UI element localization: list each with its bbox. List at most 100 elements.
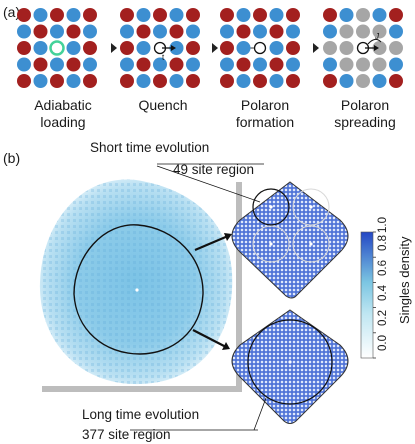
- lattice-site: [120, 74, 134, 88]
- panel-b-figure: [36, 163, 376, 431]
- cb-tick-3: 0.6: [377, 260, 389, 276]
- lattice-site: [356, 57, 370, 72]
- lattice-site: [66, 57, 81, 72]
- lattice-site: [323, 74, 337, 88]
- lattice-site: [372, 8, 387, 22]
- inset-short-time: [231, 181, 349, 299]
- lattice-site: [83, 24, 97, 39]
- aux-circle-1: [292, 188, 330, 226]
- spin-j-label: J: [374, 32, 380, 41]
- lattice-site: [50, 8, 64, 22]
- lattice-site: [120, 57, 134, 72]
- aux-circle-2: [252, 225, 290, 263]
- lattice-site: [17, 8, 31, 22]
- zoom-arrow-top-head-icon: [224, 233, 232, 241]
- lattice-site: [323, 8, 337, 22]
- arrow-1-icon: [111, 43, 117, 53]
- lattice-site: [153, 8, 167, 22]
- center-hole-dot: [135, 288, 139, 292]
- hole-icon: [253, 41, 267, 55]
- lattice-site: [253, 24, 267, 39]
- lattice-site: [269, 74, 284, 88]
- stage-arrows: [111, 43, 319, 53]
- lattice-polaron-formation: [220, 8, 300, 88]
- stage-label-adiabatic-loading: Adiabatic loading: [34, 97, 92, 130]
- lattice-site: [50, 24, 64, 39]
- inset-long-time: [231, 309, 349, 424]
- colorbar-ticks: [373, 231, 376, 359]
- short-time-title: Short time evolution: [90, 140, 210, 155]
- lattice-site: [286, 57, 300, 72]
- lattice-site: [253, 8, 267, 22]
- cb-tick-0: 0.0: [377, 335, 389, 351]
- lattice-site: [220, 41, 234, 55]
- lattice-site: [169, 24, 184, 39]
- lattice-site: [153, 74, 167, 88]
- lattice-site: [323, 57, 337, 72]
- lattice-site: [83, 57, 97, 72]
- lattice-site: [372, 74, 387, 88]
- lattice-site: [169, 41, 184, 55]
- lattice-site: [186, 74, 200, 88]
- hop-t-label: t: [162, 53, 165, 62]
- lattice-polaron-spreading: J: [323, 8, 403, 88]
- spin-exchange-arc: [367, 38, 382, 45]
- region-377-outline: [73, 224, 204, 355]
- lattice-site: [372, 24, 387, 39]
- inset-long-grid: [231, 309, 349, 424]
- lattice-site: [169, 74, 184, 88]
- lattice-site: [83, 74, 97, 88]
- short-time-region: 49 site region: [173, 162, 255, 177]
- lattice-site: [339, 74, 354, 88]
- arrow-3-icon: [313, 43, 319, 53]
- lattice-site: [17, 74, 31, 88]
- lattice-site: [236, 57, 251, 72]
- lattice-site: [50, 74, 64, 88]
- lattice-site: [236, 41, 251, 55]
- lattice-site: [153, 24, 167, 39]
- lattice-site: [186, 41, 200, 55]
- lattice-site: [136, 24, 151, 39]
- lattice-site: [83, 41, 97, 55]
- long-time-region: 377 site region: [82, 427, 171, 442]
- stage-label-quench: Quench: [138, 97, 188, 113]
- lattice-site: [17, 24, 31, 39]
- lattice-site: [339, 41, 354, 55]
- lattice-site: [269, 24, 284, 39]
- lattice-site: [50, 57, 64, 72]
- lattice-site: [323, 41, 337, 55]
- zoom-arrow-top: [194, 234, 229, 252]
- lattice-site: [120, 24, 134, 39]
- lattice-site: [356, 74, 370, 88]
- lattice-site: [169, 57, 184, 72]
- lattice-site: [33, 8, 48, 22]
- lattice-site: [186, 57, 200, 72]
- arrow-2-icon: [212, 43, 218, 53]
- panel-a-label: (a): [3, 4, 21, 20]
- lattice-site: [236, 24, 251, 39]
- lattice-site: [220, 8, 234, 22]
- lattice-site: [389, 41, 403, 55]
- lattice-site: [136, 8, 151, 22]
- colorbar-label: Singles density: [397, 236, 412, 324]
- lattice-site: [389, 57, 403, 72]
- lattice-site: [323, 24, 337, 39]
- hop-arrow-icon: [171, 45, 176, 51]
- lattice-site: [220, 57, 234, 72]
- density-cloud-grain: [39, 179, 233, 385]
- leader-short: [156, 165, 261, 203]
- lattice-site: [186, 24, 200, 39]
- lattice-site: [286, 74, 300, 88]
- stage-label-polaron-spreading: Polaron spreading: [334, 97, 396, 130]
- lattice-site: [17, 57, 31, 72]
- lattice-site: [136, 57, 151, 72]
- lattice-site: [286, 41, 300, 55]
- cb-tick-5: 1.0: [377, 217, 389, 233]
- lattice-site: [356, 24, 370, 39]
- lattice-site: [389, 24, 403, 39]
- lattice-site: [83, 8, 97, 22]
- hop-arrow-icon: [374, 45, 379, 51]
- lattice-site: [236, 8, 251, 22]
- lattice-site: [169, 8, 184, 22]
- lattice-site: [186, 8, 200, 22]
